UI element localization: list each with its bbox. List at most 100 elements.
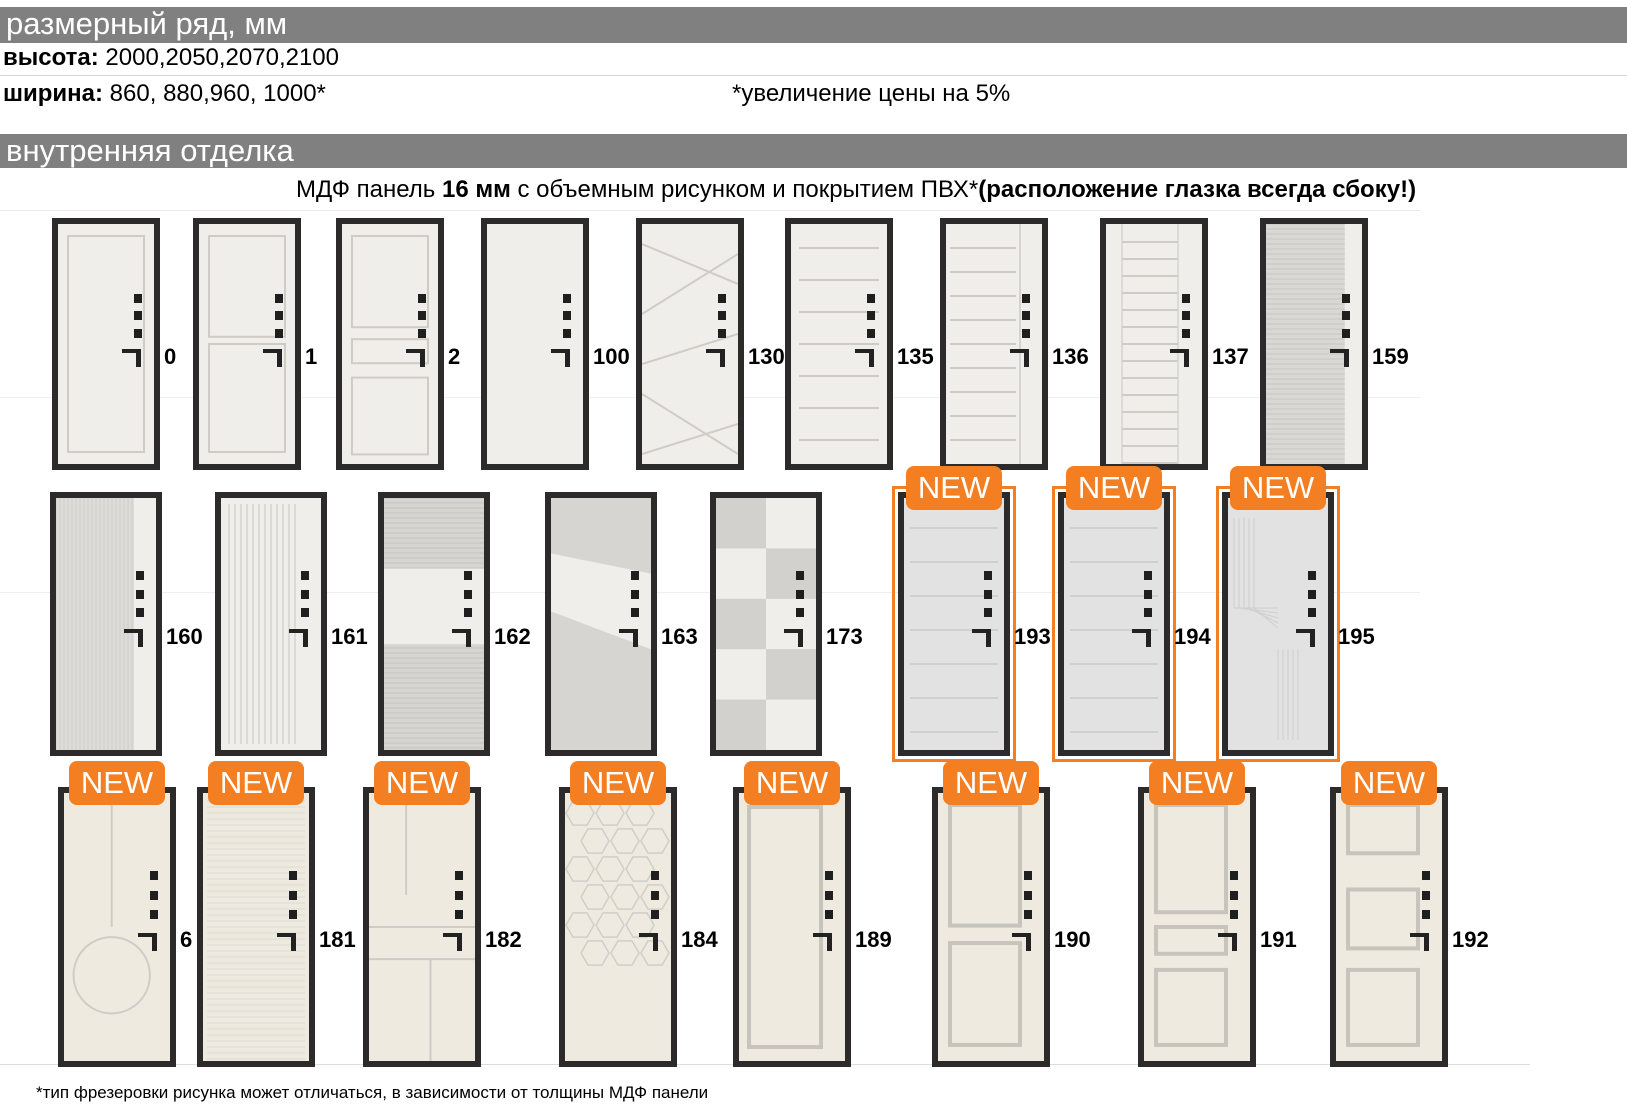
door-panel-horizontal-lines-strip — [946, 224, 1042, 464]
handle-icon — [1170, 349, 1188, 354]
lock-icon — [796, 571, 804, 581]
door-model-194 — [1058, 492, 1170, 756]
new-badge: NEW — [744, 761, 840, 805]
footnote: *тип фрезеровки рисунка может отличаться… — [36, 1083, 709, 1102]
lock-icon — [1308, 608, 1316, 618]
cylinder-icon — [1424, 932, 1429, 951]
door-model-182 — [363, 787, 481, 1067]
door-panel-frame-single — [739, 793, 845, 1061]
door-model-173 — [710, 492, 822, 756]
lock-icon — [984, 608, 992, 618]
grid-line — [0, 210, 1420, 211]
lock-icon — [418, 293, 426, 303]
door-panel-diagonal-lines — [642, 224, 738, 464]
lock-icon — [301, 571, 309, 581]
door-model-163 — [545, 492, 657, 756]
door-code-label: 191 — [1260, 927, 1297, 952]
lock-icon — [289, 871, 297, 880]
new-badge: NEW — [906, 466, 1002, 510]
door-panel-fine-vertical-texture — [56, 498, 156, 750]
lock-icon — [1022, 293, 1030, 303]
door-code-label: 136 — [1052, 344, 1089, 369]
door-panel-three-panel — [342, 224, 438, 464]
cylinder-icon — [869, 349, 874, 368]
lock-icon — [275, 293, 283, 303]
door-code-label: 130 — [748, 344, 785, 369]
door-code-label: 163 — [661, 624, 698, 649]
door-code-label: 181 — [319, 927, 356, 952]
door-model-137 — [1100, 218, 1208, 470]
lock-icon — [1230, 890, 1238, 900]
cylinder-icon — [1184, 349, 1189, 368]
new-badge: NEW — [570, 761, 666, 805]
lock-icon — [136, 571, 144, 581]
cylinder-icon — [633, 629, 638, 648]
door-model-1 — [193, 218, 301, 470]
width-line: ширина: 860, 880,960, 1000* — [3, 80, 326, 108]
lock-icon — [418, 328, 426, 338]
cylinder-icon — [986, 629, 991, 648]
lock-icon — [150, 910, 158, 920]
handle-icon — [972, 629, 990, 634]
door-model-191 — [1138, 787, 1256, 1067]
door-code-label: 162 — [494, 624, 531, 649]
handle-icon — [122, 349, 140, 354]
door-code-label: 161 — [331, 624, 368, 649]
lock-icon — [1144, 589, 1152, 599]
door-code-label: 1 — [305, 344, 318, 369]
lock-icon — [1024, 910, 1032, 920]
new-badge: NEW — [69, 761, 165, 805]
lock-icon — [1182, 328, 1190, 338]
door-panel-mesh-band — [384, 498, 484, 750]
cylinder-icon — [1146, 629, 1151, 648]
door-code-label: 194 — [1174, 624, 1211, 649]
handle-icon — [855, 349, 873, 354]
height-label: высота: — [3, 44, 99, 71]
lock-icon — [1342, 328, 1350, 338]
handle-icon — [784, 629, 802, 634]
door-model-130 — [636, 218, 744, 470]
lock-icon — [718, 311, 726, 321]
door-panel-horizontal-lines-grey — [904, 498, 1004, 750]
new-badge: NEW — [1341, 761, 1437, 805]
door-model-181 — [197, 787, 315, 1067]
height-values: 2000,2050,2070,2100 — [98, 44, 339, 71]
new-badge: NEW — [943, 761, 1039, 805]
lock-icon — [563, 328, 571, 338]
handle-icon — [289, 629, 307, 634]
lock-icon — [1144, 608, 1152, 618]
lock-icon — [464, 589, 472, 599]
door-panel-two-panel — [199, 224, 295, 464]
door-model-136 — [940, 218, 1048, 470]
door-code-label: 173 — [826, 624, 863, 649]
door-panel-checker-blocks — [716, 498, 816, 750]
lock-icon — [651, 910, 659, 920]
cylinder-icon — [138, 629, 143, 648]
lock-icon — [1182, 293, 1190, 303]
lock-icon — [275, 311, 283, 321]
handle-icon — [551, 349, 569, 354]
door-model-160 — [50, 492, 162, 756]
door-model-161 — [215, 492, 327, 756]
cylinder-icon — [136, 349, 141, 368]
lock-icon — [867, 293, 875, 303]
lock-icon — [1022, 328, 1030, 338]
lock-icon — [136, 608, 144, 618]
new-badge: NEW — [1066, 466, 1162, 510]
door-panel-geometric-blocks — [369, 793, 475, 1061]
door-code-label: 189 — [855, 927, 892, 952]
lock-icon — [825, 890, 833, 900]
door-panel-hexagons — [565, 793, 671, 1061]
cylinder-icon — [1232, 932, 1237, 951]
cylinder-icon — [277, 349, 282, 368]
door-panel-frame-three — [1144, 793, 1250, 1061]
new-badge: NEW — [374, 761, 470, 805]
cylinder-icon — [303, 629, 308, 648]
lock-icon — [825, 871, 833, 880]
lock-icon — [1422, 890, 1430, 900]
lock-icon — [984, 589, 992, 599]
door-panel-contour-lines-grey — [1228, 498, 1328, 750]
door-panel-vertical-grooves — [221, 498, 321, 750]
lock-icon — [718, 328, 726, 338]
handle-icon — [138, 932, 156, 937]
